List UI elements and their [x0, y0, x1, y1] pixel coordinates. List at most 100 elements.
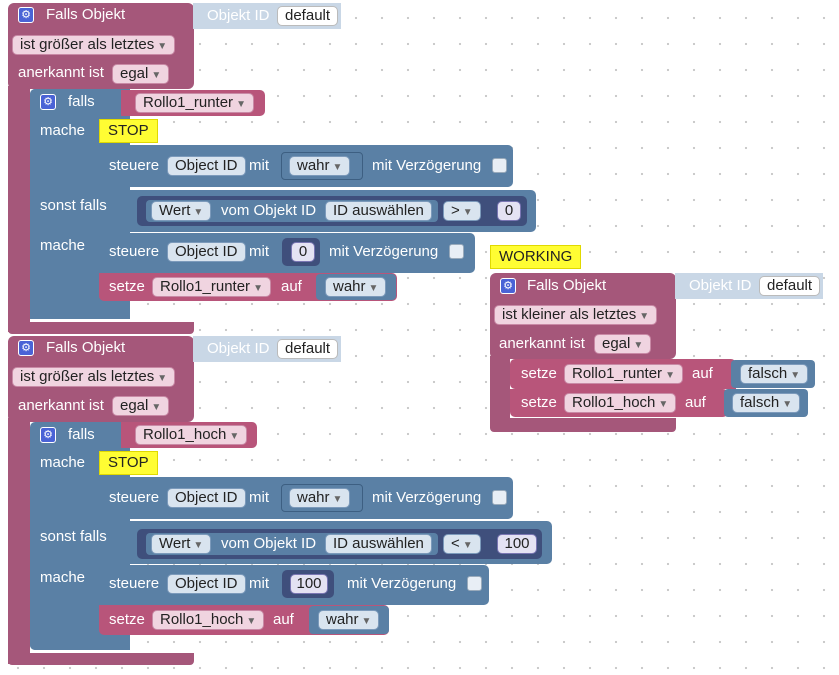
bool-dropdown[interactable]: falsch▼	[732, 393, 801, 413]
elseif-label: sonst falls	[40, 528, 107, 545]
if-block-1-footer	[30, 305, 130, 319]
from-object-label: vom Objekt ID	[221, 202, 317, 219]
object-id-value[interactable]: default	[277, 6, 339, 26]
control-label: steuere	[109, 489, 160, 506]
object-id-field[interactable]: Object ID	[167, 574, 246, 594]
event-header-label: Falls Objekt	[46, 6, 126, 23]
delay-checkbox[interactable]	[467, 576, 482, 591]
gear-icon[interactable]: ⚙	[18, 340, 34, 356]
dropdown-arrow-icon: ▼	[253, 283, 263, 294]
ack-dropdown[interactable]: egal▼	[112, 396, 170, 416]
compare-dropdown[interactable]: ist größer als letztes▼	[12, 35, 176, 55]
var-dropdown[interactable]: Rollo1_runter▼	[152, 277, 271, 297]
dropdown-arrow-icon: ▼	[782, 399, 793, 410]
bool-dropdown-label: wahr	[297, 157, 330, 174]
dropdown-arrow-icon: ▼	[462, 540, 473, 551]
number-input[interactable]: 0	[497, 201, 521, 221]
comment-note[interactable]: WORKING	[490, 245, 582, 269]
select-id-button[interactable]: ID auswählen	[325, 534, 432, 554]
dropdown-arrow-icon: ▼	[790, 370, 801, 381]
set-label: setze	[521, 365, 557, 382]
if-label: falls	[68, 93, 95, 110]
var-dropdown[interactable]: Rollo1_hoch▼	[135, 425, 248, 445]
gear-icon[interactable]: ⚙	[18, 7, 34, 23]
comment-note[interactable]: STOP	[99, 451, 158, 475]
var-dropdown-label: Rollo1_runter	[143, 94, 234, 111]
with-label: mit	[249, 157, 269, 174]
object-id-label: Objekt ID	[207, 340, 270, 357]
operator-dropdown[interactable]: >▼	[443, 201, 481, 221]
if-label: falls	[68, 426, 95, 443]
dropdown-arrow-icon: ▼	[193, 540, 204, 551]
object-id-value[interactable]: default	[759, 276, 821, 296]
compare-dropdown[interactable]: ist kleiner als letztes▼	[494, 305, 658, 325]
set-label: setze	[109, 278, 145, 295]
object-id-value[interactable]: default	[277, 339, 339, 359]
delay-label: mit Verzögerung	[372, 489, 482, 506]
event-block-2-spine	[8, 418, 30, 664]
wert-dropdown[interactable]: Wert▼	[151, 534, 212, 554]
gear-icon[interactable]: ⚙	[40, 427, 56, 443]
ack-label: anerkannt ist	[18, 64, 104, 81]
compare-dropdown-label: ist größer als letztes	[20, 368, 155, 385]
dropdown-arrow-icon: ▼	[332, 494, 343, 505]
dropdown-arrow-icon: ▼	[368, 283, 379, 294]
event-header-label: Falls Objekt	[46, 339, 126, 356]
do-label: mache	[40, 569, 86, 586]
bool-dropdown-label: wahr	[297, 489, 330, 506]
dropdown-arrow-icon: ▼	[639, 311, 650, 322]
number-input[interactable]: 100	[497, 534, 537, 554]
dropdown-arrow-icon: ▼	[157, 41, 168, 52]
wert-dropdown[interactable]: Wert▼	[151, 201, 212, 221]
var-dropdown-label: Rollo1_runter	[160, 278, 251, 295]
bool-dropdown[interactable]: wahr▼	[289, 156, 351, 176]
ack-dropdown-label: egal	[120, 397, 149, 414]
object-id-field[interactable]: Object ID	[167, 488, 246, 508]
object-id-field[interactable]: Object ID	[167, 156, 246, 176]
delay-checkbox[interactable]	[449, 244, 464, 259]
do-label: mache	[40, 237, 86, 254]
number-input[interactable]: 100	[290, 574, 328, 594]
from-object-label: vom Objekt ID	[221, 535, 317, 552]
bool-dropdown-label: falsch	[748, 365, 788, 382]
delay-label: mit Verzögerung	[347, 575, 457, 592]
control-label: steuere	[109, 157, 160, 174]
dropdown-arrow-icon: ▼	[151, 70, 162, 81]
bool-dropdown[interactable]: wahr▼	[289, 488, 351, 508]
select-id-button[interactable]: ID auswählen	[325, 201, 432, 221]
gear-icon[interactable]: ⚙	[40, 94, 56, 110]
bool-dropdown-label: falsch	[740, 394, 780, 411]
control-label: steuere	[109, 575, 160, 592]
bool-dropdown[interactable]: falsch▼	[740, 364, 809, 384]
event-block-1-spine	[8, 86, 30, 332]
bool-dropdown[interactable]: wahr▼	[325, 277, 387, 297]
var-dropdown-label: Rollo1_hoch	[160, 611, 244, 628]
var-dropdown[interactable]: Rollo1_runter▼	[564, 364, 683, 384]
bool-dropdown[interactable]: wahr▼	[318, 610, 380, 630]
var-dropdown-label: Rollo1_hoch	[143, 426, 227, 443]
with-label: mit	[249, 489, 269, 506]
operator-dropdown[interactable]: <▼	[443, 534, 481, 554]
gear-icon[interactable]: ⚙	[500, 278, 516, 294]
object-id-field[interactable]: Object ID	[167, 242, 246, 262]
delay-checkbox[interactable]	[492, 158, 507, 173]
var-dropdown[interactable]: Rollo1_hoch▼	[564, 393, 677, 413]
number-input[interactable]: 0	[291, 242, 315, 262]
delay-label: mit Verzögerung	[372, 157, 482, 174]
comment-note[interactable]: STOP	[99, 119, 158, 143]
compare-dropdown-label: ist größer als letztes	[20, 36, 155, 53]
var-dropdown[interactable]: Rollo1_hoch▼	[152, 610, 265, 630]
var-dropdown[interactable]: Rollo1_runter▼	[135, 93, 254, 113]
ack-dropdown[interactable]: egal▼	[112, 64, 170, 84]
dropdown-arrow-icon: ▼	[361, 616, 372, 627]
compare-dropdown[interactable]: ist größer als letztes▼	[12, 367, 176, 387]
ack-label: anerkannt ist	[18, 397, 104, 414]
bool-dropdown-label: wahr	[333, 278, 366, 295]
delay-checkbox[interactable]	[492, 490, 507, 505]
wert-dropdown-label: Wert	[159, 202, 191, 219]
dropdown-arrow-icon: ▼	[332, 162, 343, 173]
operator-dropdown-label: >	[451, 202, 460, 219]
to-label: auf	[685, 394, 706, 411]
dropdown-arrow-icon: ▼	[229, 431, 240, 442]
ack-dropdown[interactable]: egal▼	[594, 334, 652, 354]
